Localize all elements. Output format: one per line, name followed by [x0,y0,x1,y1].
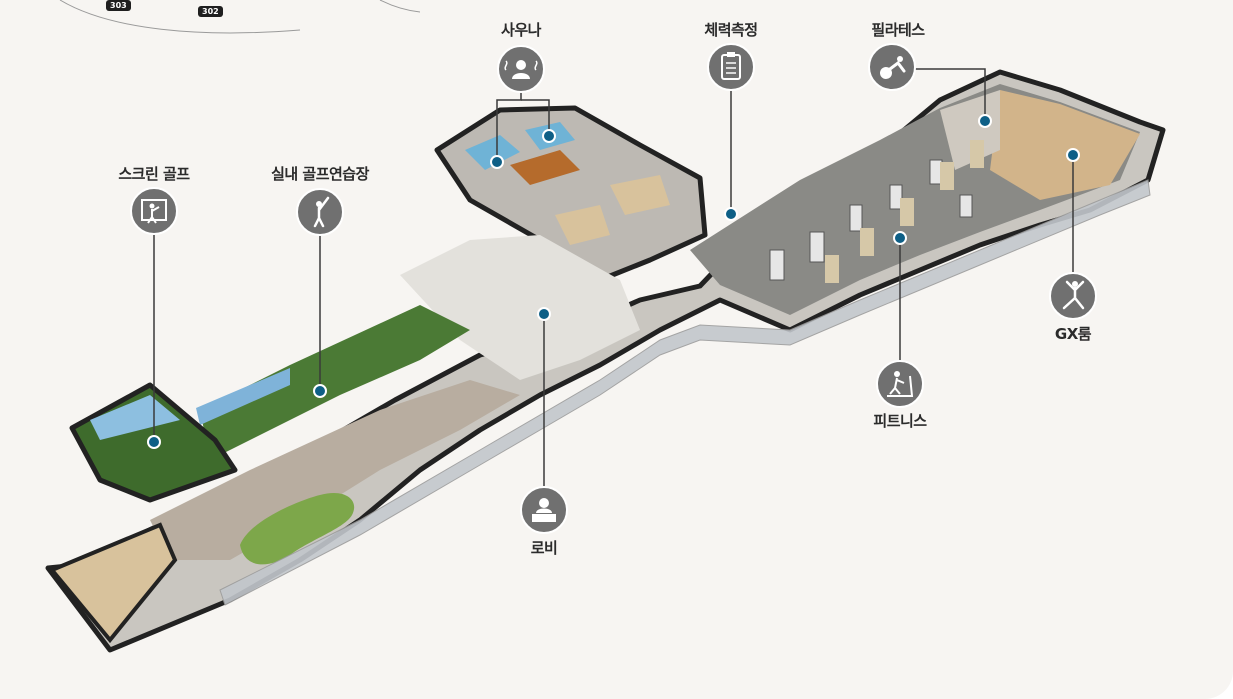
screen-golf-screen [90,395,180,440]
screen-golf-label: 스크린 골프 [118,165,190,183]
lobby-dot [537,307,551,321]
leader-lines [153,68,1074,487]
golf-range-turf [200,305,470,460]
golf-range-dot [313,384,327,398]
corridor-floor [150,380,520,560]
gym-pillars [825,140,984,283]
map-badge-302: 302 [198,6,223,17]
neighbor-map-fragment [59,0,420,34]
golf-swing-icon[interactable] [296,188,344,236]
pilates-dot [978,114,992,128]
clipboard-icon[interactable] [707,43,755,91]
gx-floor [990,90,1140,200]
golf-range-screen [196,368,290,425]
floors [48,84,1140,644]
gx-room-label: GX룸 [1054,325,1092,343]
screen-golf-dot [147,435,161,449]
gym-equipment [769,159,973,281]
sauna-icon[interactable] [497,45,545,93]
yoga-icon[interactable] [1049,272,1097,320]
entrance-ramp [48,522,178,644]
sauna-leader-2 [521,99,550,136]
reception-icon[interactable] [520,486,568,534]
golf-range-label: 실내 골프연습장 [271,165,369,183]
gx-dot [1066,148,1080,162]
putting-green [240,492,355,565]
sauna-dot-2 [542,129,556,143]
glass-railing [219,179,1151,606]
sauna-label: 사우나 [501,21,541,39]
fitness-test-label: 체력측정 [704,21,758,39]
marker-dots [147,114,1080,449]
lobby-floor [400,235,640,380]
screen-golf-icon[interactable] [130,187,178,235]
lobby-label: 로비 [530,539,558,557]
fitness-dot [893,231,907,245]
pilates-icon[interactable] [868,43,916,91]
fitness-test-dot [724,207,738,221]
sauna-dot-1 [490,155,504,169]
pilates-label: 필라테스 [871,21,925,39]
fitness-label: 피트니스 [873,412,927,430]
treadmill-icon[interactable] [876,360,924,408]
map-badge-303: 303 [106,0,131,11]
pilates-leader [912,68,986,120]
